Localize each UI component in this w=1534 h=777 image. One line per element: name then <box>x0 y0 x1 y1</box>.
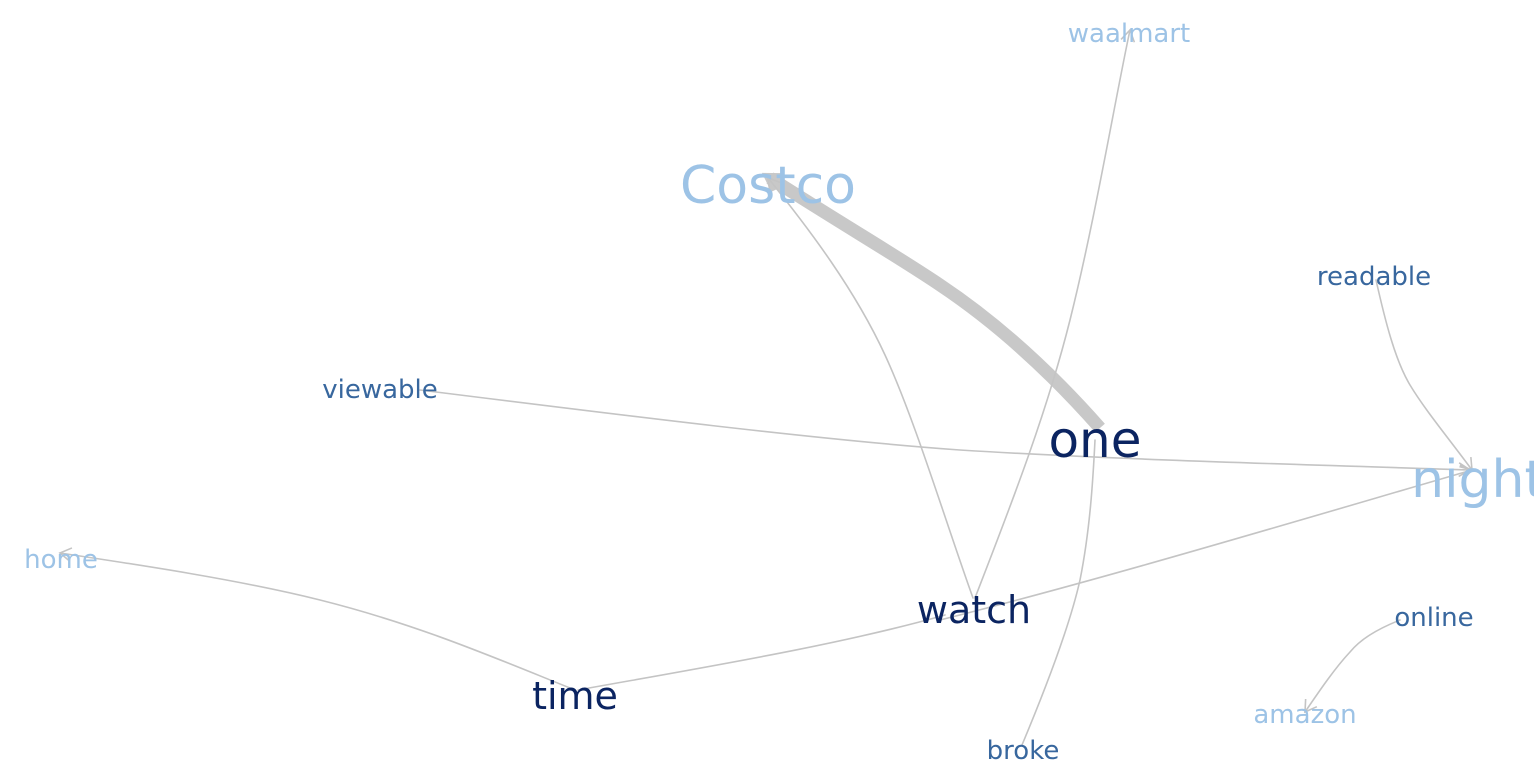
edge-online-amazon <box>1304 619 1401 714</box>
node-broke: broke <box>987 736 1060 766</box>
edges-layer <box>58 28 1474 746</box>
edge-line <box>939 469 1473 621</box>
edge-arrowhead <box>1304 698 1318 714</box>
edge-line <box>59 552 576 691</box>
edge-line <box>577 614 946 691</box>
edge-viewable-night <box>419 389 1472 478</box>
edge-watch-night <box>939 465 1474 621</box>
node-night: night <box>1411 450 1534 510</box>
edge-line <box>419 389 1471 471</box>
node-waalmart: waalmart <box>1068 19 1191 49</box>
edge-line <box>1021 439 1096 746</box>
edge-line <box>1304 619 1401 713</box>
edge-line <box>974 29 1131 599</box>
edge-line <box>767 177 974 599</box>
edge-watch-costco <box>767 176 974 599</box>
edge-readable-night <box>1375 279 1473 472</box>
edge-arrowhead <box>1120 28 1136 43</box>
node-one: one <box>1048 411 1141 469</box>
node-online: online <box>1394 603 1473 633</box>
node-costco: Costco <box>680 156 856 216</box>
edge-arrowhead <box>767 176 781 191</box>
edge-line <box>766 172 1105 433</box>
edge-arrowhead <box>1459 465 1474 481</box>
node-amazon: amazon <box>1253 700 1356 730</box>
node-home: home <box>24 545 98 575</box>
edge-arrowhead <box>58 547 73 562</box>
nodes-layer: Costco waalmart readable viewable one night ho… <box>24 19 1534 766</box>
edge-time-home <box>58 547 576 691</box>
node-readable: readable <box>1317 262 1431 292</box>
node-watch: watch <box>917 588 1031 632</box>
node-viewable: viewable <box>322 375 438 405</box>
node-time: time <box>532 674 618 718</box>
edge-broke-one <box>1021 439 1096 746</box>
edge-watch-waalmart <box>974 28 1136 599</box>
edge-line <box>1375 279 1473 471</box>
edge-time-watch <box>577 614 946 691</box>
